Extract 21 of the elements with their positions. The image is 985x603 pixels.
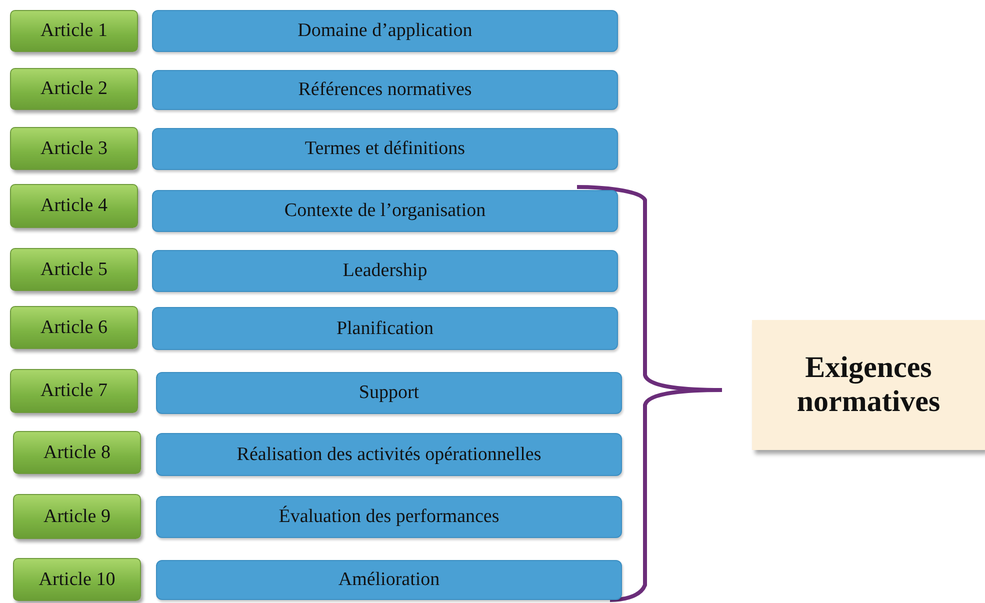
- article-box: Article 7: [10, 369, 138, 413]
- clause-title-box: Termes et définitions: [152, 128, 618, 170]
- article-box: Article 4: [10, 184, 138, 228]
- article-box: Article 5: [10, 248, 138, 291]
- article-box: Article 6: [10, 306, 138, 349]
- clause-title-box: Support: [156, 372, 622, 414]
- clause-title-box: Leadership: [152, 250, 618, 292]
- clause-title-box: Amélioration: [156, 560, 622, 600]
- clause-title-box: Planification: [152, 307, 618, 350]
- article-box: Article 10: [13, 558, 141, 601]
- article-box: Article 1: [10, 10, 138, 52]
- clause-title-box: Réalisation des activités opérationnelles: [156, 433, 622, 476]
- clause-title-box: Références normatives: [152, 70, 618, 110]
- article-box: Article 2: [10, 68, 138, 110]
- article-box: Article 8: [13, 431, 141, 474]
- article-box: Article 3: [10, 127, 138, 170]
- clause-title-box: Évaluation des performances: [156, 496, 622, 538]
- summary-box: Exigences normatives: [752, 320, 985, 450]
- clause-title-box: Domaine d’application: [152, 10, 618, 52]
- clause-title-box: Contexte de l’organisation: [152, 190, 618, 232]
- article-box: Article 9: [13, 494, 141, 539]
